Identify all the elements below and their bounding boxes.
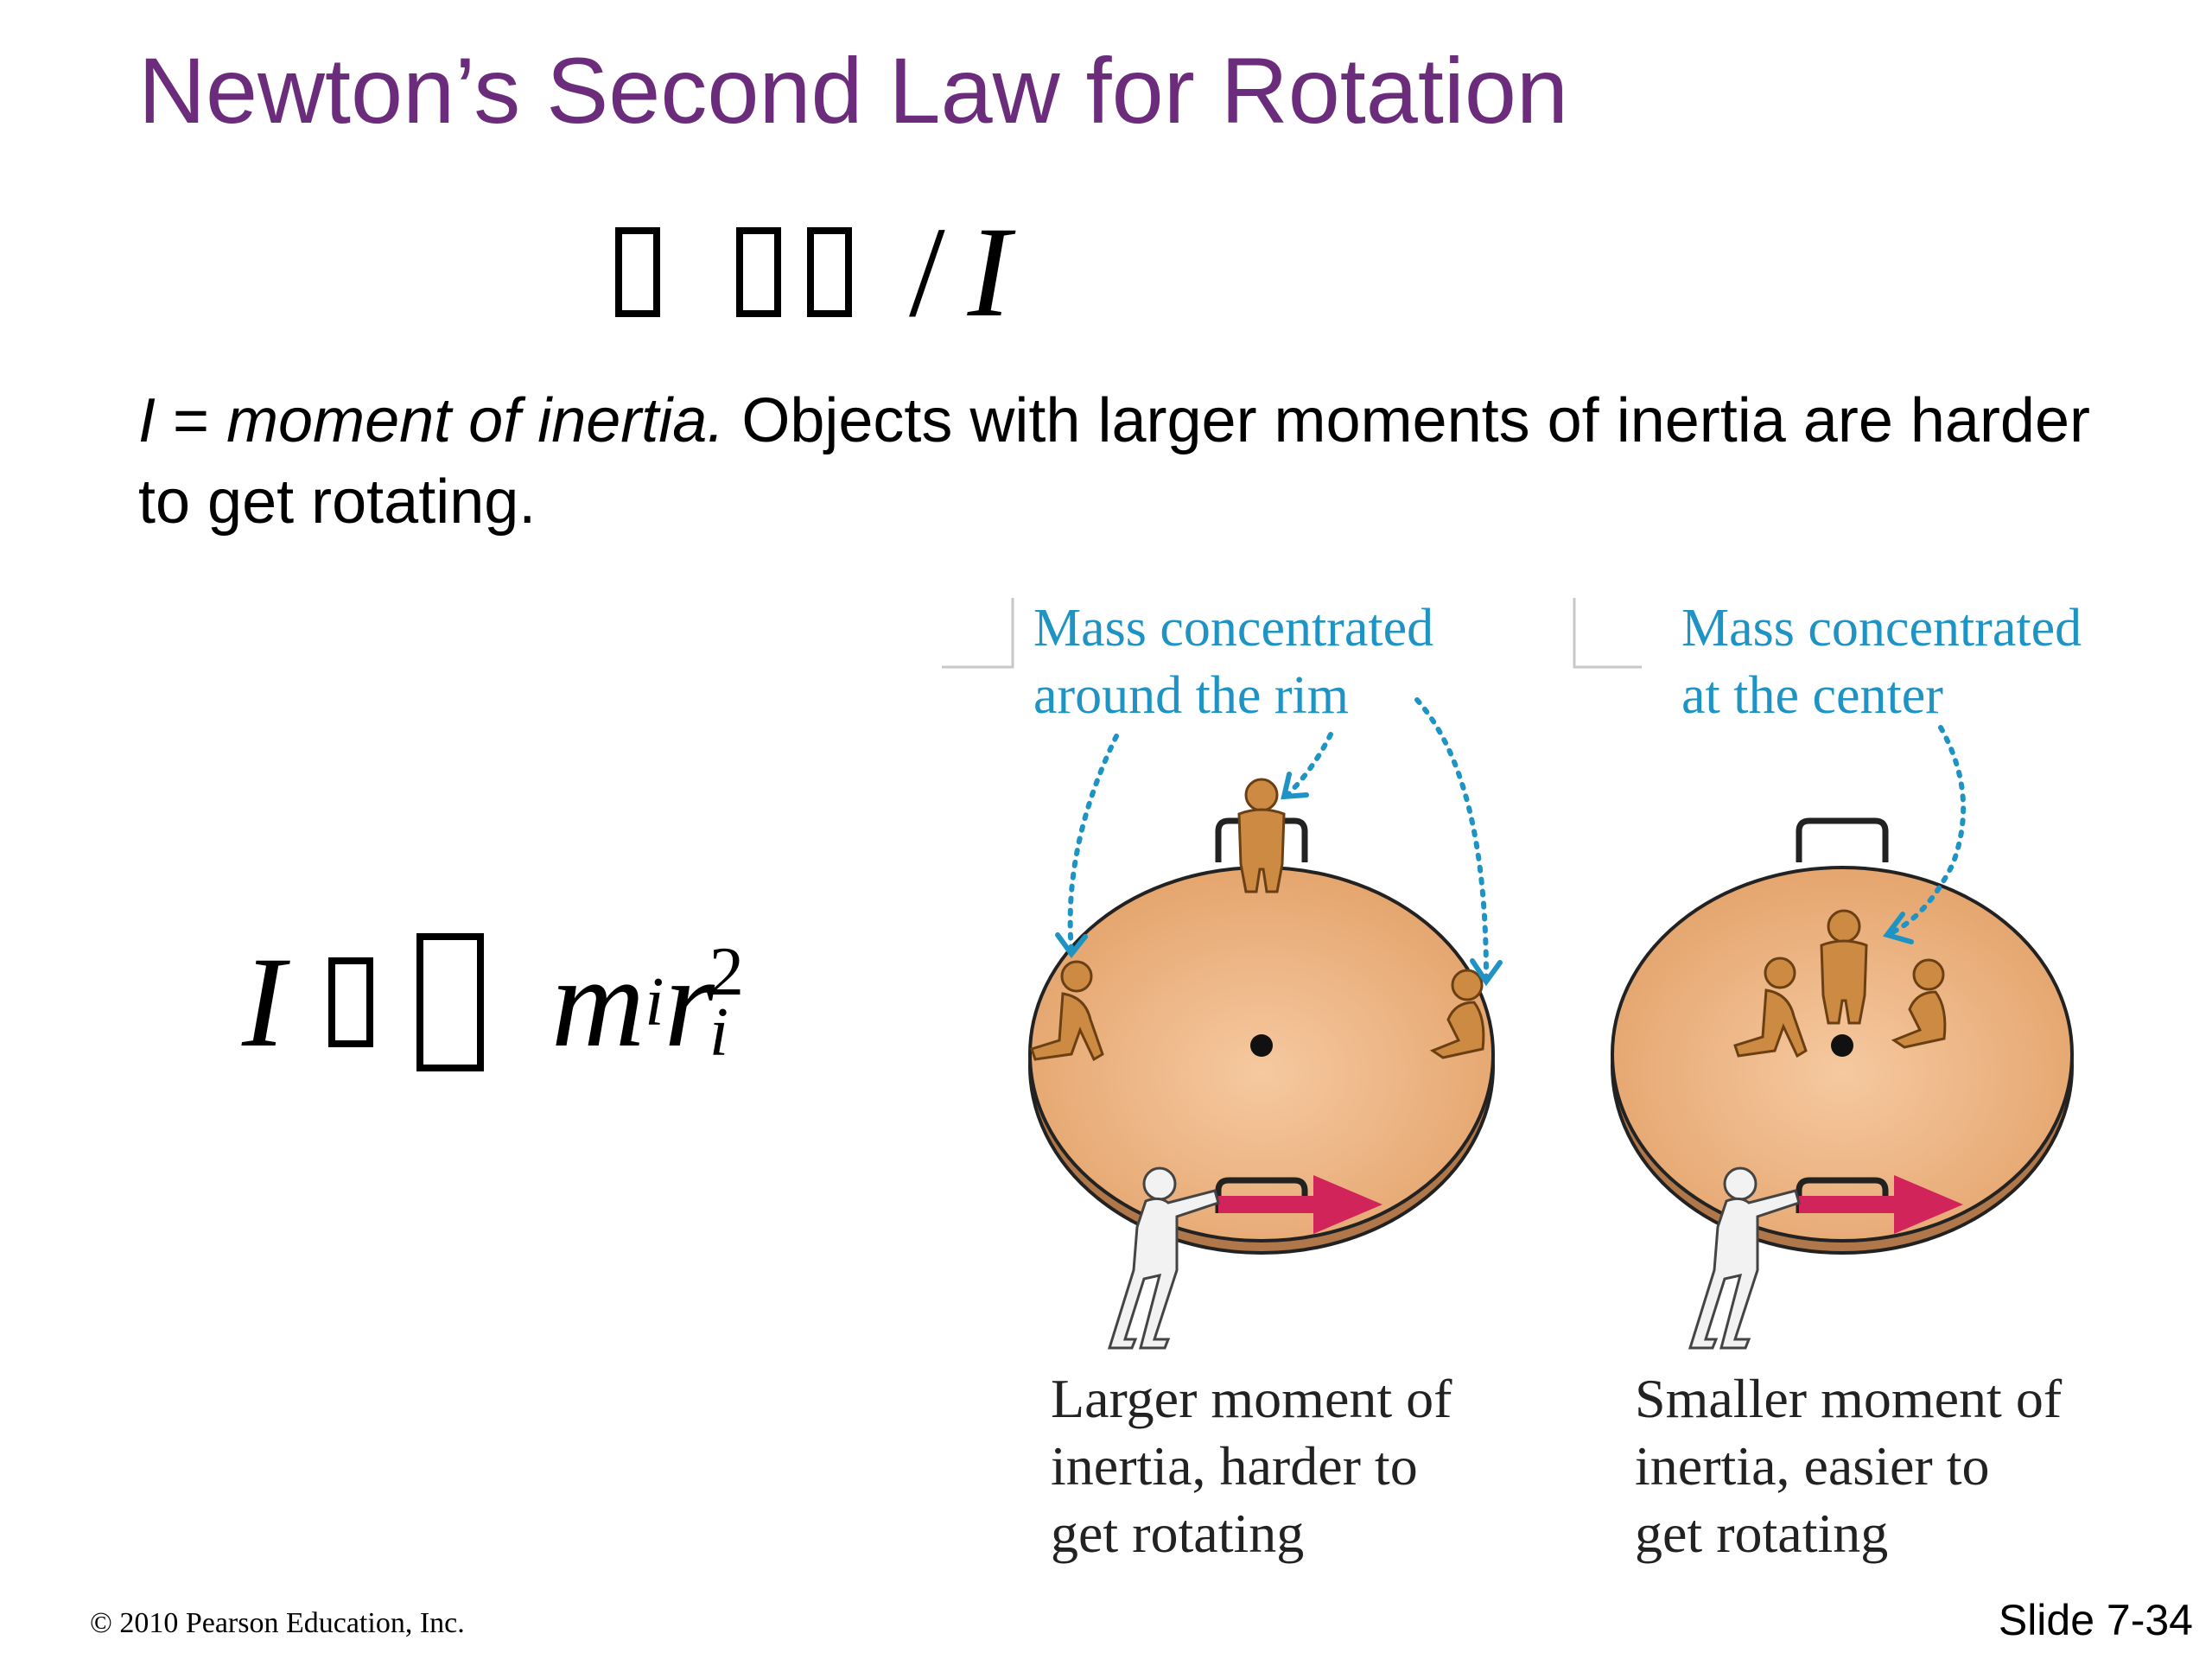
right-mass-label: Mass concentrated at the center [1681, 599, 2082, 725]
radius-variable: r [664, 931, 715, 1074]
person-right [1429, 969, 1485, 1059]
left-people [1030, 778, 1485, 1062]
person-center [1820, 909, 1868, 1025]
person-top [1237, 778, 1286, 893]
inertia-symbol: I [138, 386, 156, 455]
person-center-left [1733, 957, 1808, 1058]
right-callout-bracket [1573, 598, 1642, 669]
inertia-term: moment of inertia. [226, 386, 725, 455]
inertia-lhs: I [242, 931, 285, 1074]
missing-glyph-box [807, 227, 852, 317]
right-disk [1611, 817, 2074, 1255]
right-caption: Smaller moment of inertia, easier to get… [1635, 1368, 2063, 1564]
left-callout-bracket [942, 598, 1014, 669]
right-pusher [1688, 1166, 1801, 1350]
missing-glyph-box [327, 957, 373, 1047]
person-left [1030, 960, 1104, 1062]
slide-number: Slide 7-34 [1998, 1596, 2193, 1644]
summation-glyph-box [416, 933, 484, 1071]
left-dotted-arrows [1067, 697, 1489, 979]
inertia-variable: I [967, 200, 1011, 344]
radius-superscript: 2 [709, 934, 744, 1010]
radius-subscript: i [709, 995, 729, 1071]
description-text: Objects with larger moments of inertia a… [138, 386, 2090, 537]
person-center-right [1891, 958, 1947, 1049]
mass-subscript: i [645, 964, 664, 1040]
left-arrowheads [1055, 772, 1503, 987]
right-people [1733, 909, 1947, 1058]
inertia-figure: Mass concentrated around the rim Mass co… [933, 588, 2160, 1573]
left-caption: Larger moment of inertia, harder to get … [1051, 1368, 1452, 1564]
right-dotted-arrow [1888, 725, 1967, 936]
equals-text: = [156, 386, 227, 455]
inertia-description: I = moment of inertia. Objects with larg… [138, 380, 2126, 543]
right-arrowhead [1882, 912, 1914, 944]
missing-glyph-box [736, 227, 781, 317]
copyright-notice: © 2010 Pearson Education, Inc. [90, 1607, 465, 1639]
inertia-illustration [942, 598, 2074, 1350]
left-disk [1028, 817, 1495, 1255]
mass-variable: m [550, 931, 645, 1074]
left-pusher [1107, 1166, 1220, 1350]
torque-equation: / I [615, 199, 1011, 346]
missing-glyph-box [615, 227, 660, 317]
slide-title: Newton’s Second Law for Rotation [138, 38, 1568, 143]
left-mass-label: Mass concentrated around the rim [1033, 599, 1434, 725]
division-slash: / [909, 200, 945, 344]
